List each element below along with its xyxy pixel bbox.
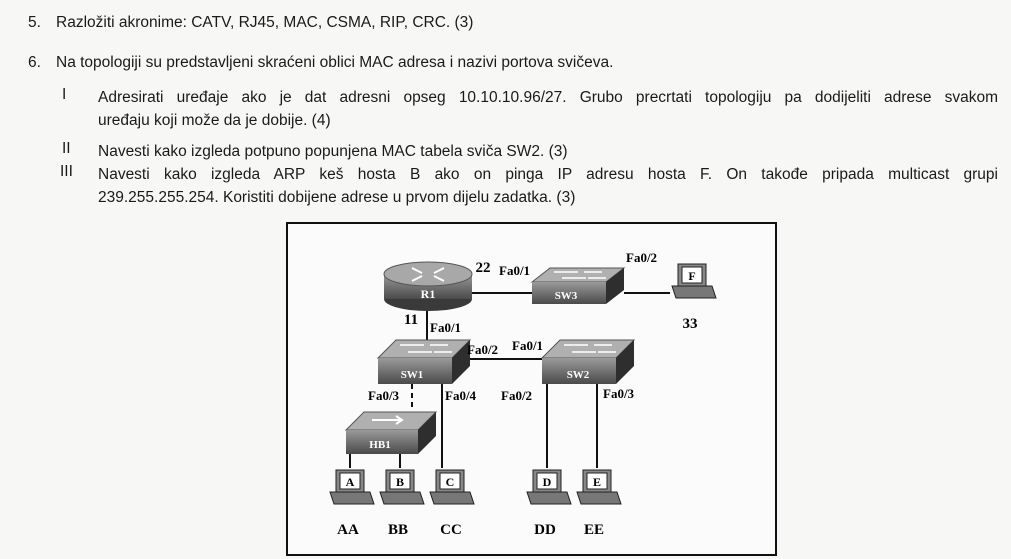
switch-sw1: SW1 xyxy=(376,339,472,384)
host-c-label: C xyxy=(446,475,455,489)
question-5: 5. Razložiti akronime: CATV, RJ45, MAC, … xyxy=(28,14,473,32)
mac-label-33: 33 xyxy=(683,316,698,332)
sub-item-1-line2: uređaju koji može da je dobije. (4) xyxy=(98,112,331,129)
port-sw1-fa02: Fa0/2 xyxy=(467,342,498,357)
port-labels: Fa0/1 Fa0/2 Fa0/1 Fa0/2 Fa0/1 Fa0/3 Fa0/… xyxy=(368,250,657,403)
host-f: F xyxy=(671,263,717,299)
question-6: 6. Na topologiji su predstavljeni skraće… xyxy=(28,54,613,72)
switch-arrows-icon xyxy=(564,344,616,353)
host-e-label: E xyxy=(593,475,601,489)
port-sw1-fa03: Fa0/3 xyxy=(368,388,400,403)
mac-label-ee: EE xyxy=(584,522,604,538)
port-sw2-fa01: Fa0/1 xyxy=(512,338,543,353)
mac-labels: AA BB CC DD EE 33 22 11 xyxy=(337,260,697,538)
port-sw1-fa01: Fa0/1 xyxy=(430,320,461,335)
sub-item-1-mark: I xyxy=(62,86,67,103)
question-5-text: Razložiti akronime: CATV, RJ45, MAC, CSM… xyxy=(56,14,474,31)
links xyxy=(349,292,670,468)
sub-item-1-text: Adresirati uređaje ako je dat adresni op… xyxy=(98,86,998,132)
question-5-number: 5. xyxy=(28,14,41,31)
port-sw3-fa02: Fa0/2 xyxy=(626,250,657,265)
switch-sw3: SW3 xyxy=(530,267,626,304)
topology-svg: R1 SW3 SW1 SW2 xyxy=(329,250,717,538)
sub-item-2-mark: II xyxy=(62,140,71,157)
r1-label: R1 xyxy=(421,287,436,301)
host-a-label: A xyxy=(346,475,355,489)
router-arrows-icon xyxy=(411,267,445,282)
switch-arrows-icon xyxy=(400,344,452,353)
hb1-label: HB1 xyxy=(369,439,390,451)
hub-arrow-icon xyxy=(372,415,404,425)
mac-label-cc: CC xyxy=(440,522,462,538)
host-d-label: D xyxy=(543,475,552,489)
sw1-label: SW1 xyxy=(401,369,424,381)
host-b-label: B xyxy=(396,475,404,489)
hub-hb1: HB1 xyxy=(344,411,438,454)
port-sw2-fa03: Fa0/3 xyxy=(603,386,635,401)
mac-label-bb: BB xyxy=(388,522,408,538)
mac-label-aa: AA xyxy=(337,522,359,538)
port-sw1-fa04: Fa0/4 xyxy=(445,388,477,403)
sub-item-3-text: Navesti kako izgleda ARP keš hosta B ako… xyxy=(98,163,998,209)
sub-item-3-mark: III xyxy=(60,163,73,180)
sub-item-3: III Navesti kako izgleda ARP keš hosta B… xyxy=(60,163,1000,209)
host-b: B xyxy=(379,469,425,505)
sub-item-3-line2: 239.255.255.254. Koristiti dobijene adre… xyxy=(98,189,576,206)
mac-label-dd: DD xyxy=(534,522,556,538)
sub-item-2-text: Navesti kako izgleda potpuno popunjena M… xyxy=(98,143,568,160)
host-f-label: F xyxy=(688,269,695,283)
switch-sw2: SW2 xyxy=(540,339,636,384)
host-c: C xyxy=(429,469,475,505)
host-e: E xyxy=(576,469,622,505)
port-sw2-fa02: Fa0/2 xyxy=(501,388,532,403)
r1-mac-bottom: 11 xyxy=(404,312,418,328)
r1-mac-top: 22 xyxy=(476,260,491,276)
host-a: A xyxy=(329,469,375,505)
host-d: D xyxy=(526,469,572,505)
sub-item-1: I Adresirati uređaje ako je dat adresni … xyxy=(60,86,1000,132)
switch-arrows-icon xyxy=(554,271,606,279)
sw3-label: SW3 xyxy=(555,290,578,302)
sub-item-2: II Navesti kako izgleda potpuno popunjen… xyxy=(60,140,1000,163)
router-r1: R1 xyxy=(383,261,473,311)
sub-item-3-line1: Navesti kako izgleda ARP keš hosta B ako… xyxy=(98,166,998,183)
topology-diagram: R1 SW3 SW1 SW2 xyxy=(286,222,777,556)
sub-item-1-line1: Adresirati uređaje ako je dat adresni op… xyxy=(98,89,998,106)
question-6-text: Na topologiji su predstavljeni skraćeni … xyxy=(56,54,614,71)
question-6-number: 6. xyxy=(28,54,41,71)
sw2-label: SW2 xyxy=(567,369,590,381)
port-sw3-fa01: Fa0/1 xyxy=(499,263,530,278)
